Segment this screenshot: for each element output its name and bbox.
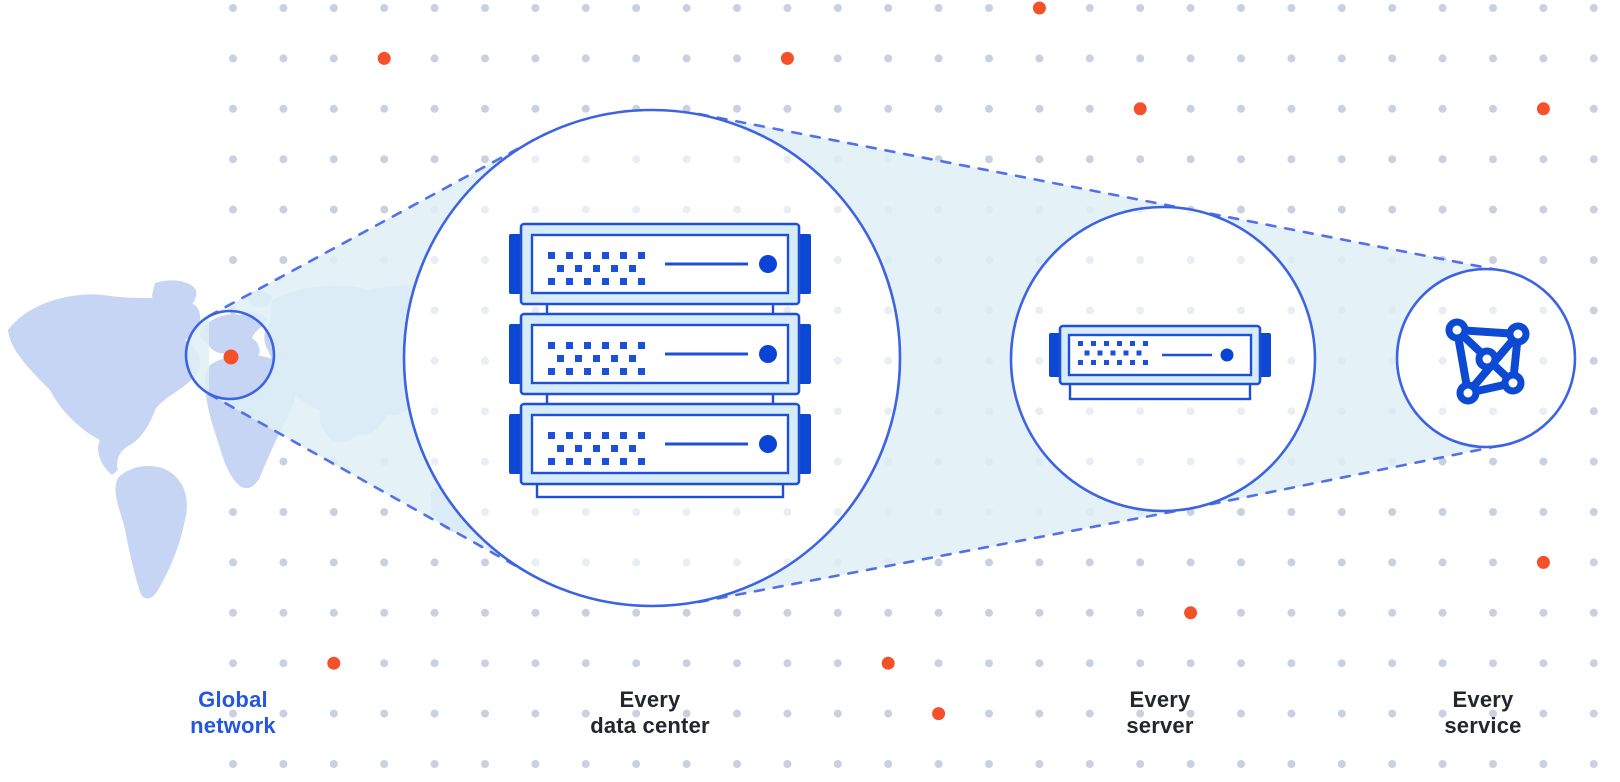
single-server xyxy=(1049,324,1271,401)
datacenter-rack xyxy=(509,222,811,499)
mesh-node xyxy=(1475,347,1499,371)
label-line: server xyxy=(1126,713,1194,738)
service-mesh-icon xyxy=(1445,318,1530,405)
server-led xyxy=(1220,348,1234,362)
network-location-marker xyxy=(223,349,239,365)
label-line: Every xyxy=(619,687,681,712)
server-dot-matrix xyxy=(548,252,645,285)
server-dot-matrix xyxy=(548,342,645,375)
mesh-node xyxy=(1501,371,1525,395)
label-line: network xyxy=(190,713,276,738)
mesh-node xyxy=(1506,322,1530,346)
mesh-node xyxy=(1456,381,1480,405)
label-line: data center xyxy=(590,713,710,738)
server-led xyxy=(759,255,777,273)
label-every-service: Every service xyxy=(1444,687,1521,739)
server-led xyxy=(759,435,777,453)
label-line: Global xyxy=(198,687,268,712)
server-dot-matrix xyxy=(548,432,645,465)
label-line: Every xyxy=(1129,687,1191,712)
label-line: Every xyxy=(1452,687,1514,712)
label-every-server: Every server xyxy=(1126,687,1193,739)
label-line: service xyxy=(1444,713,1522,738)
label-global-network: Global network xyxy=(190,687,276,739)
label-every-data-center: Every data center xyxy=(590,687,710,739)
map-focus-circle xyxy=(184,309,276,401)
server-dot-matrix xyxy=(1078,341,1148,365)
zoom-dashed-lines xyxy=(207,112,1505,604)
mesh-node xyxy=(1445,318,1469,342)
server-led xyxy=(759,345,777,363)
